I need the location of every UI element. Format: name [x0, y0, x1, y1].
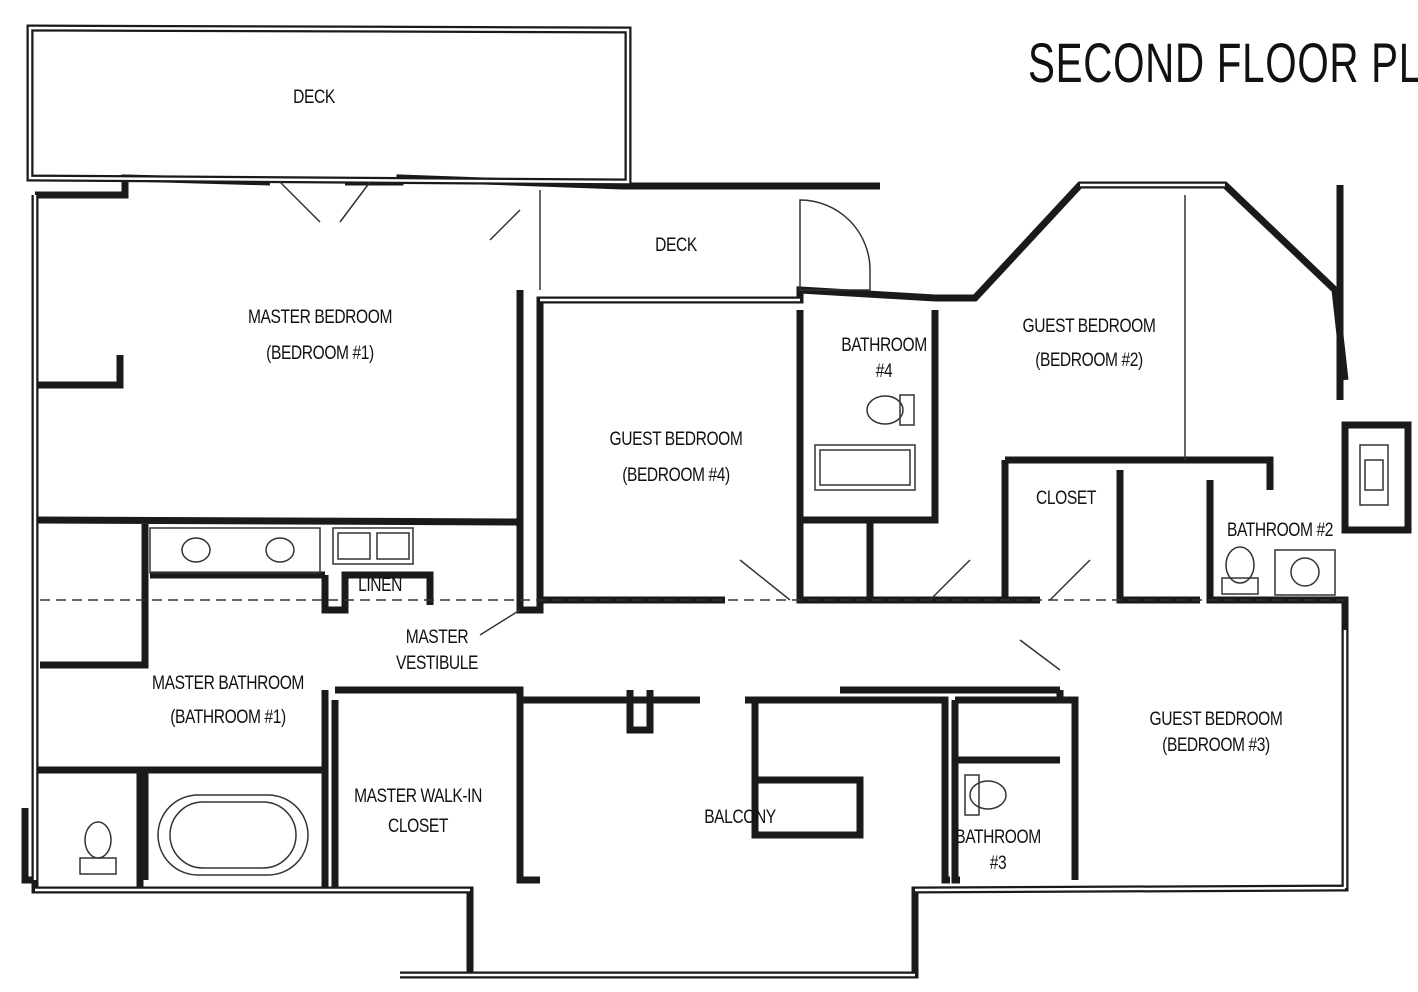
room-label-deck: DECK	[289, 85, 340, 111]
room-label-guest-bedroom-2: GUEST BEDROOM (BEDROOM #2)	[1008, 314, 1170, 374]
label-line: DECK	[655, 235, 697, 256]
label-line: GUEST BEDROOM	[609, 429, 743, 450]
label-line: LINEN	[358, 575, 402, 596]
label-line: MASTER WALK-IN	[354, 786, 482, 807]
label-line: (BEDROOM #3)	[1162, 735, 1270, 756]
room-label-master-vestibule: MASTER VESTIBULE	[387, 625, 487, 677]
label-line: MASTER BEDROOM	[247, 307, 393, 328]
label-line: GUEST BEDROOM	[1149, 709, 1283, 730]
room-label-deck-small: DECK	[651, 233, 702, 259]
plan-title: SECOND FLOOR PLAN	[1028, 31, 1418, 94]
room-label-master-closet: MASTER WALK-IN CLOSET	[340, 784, 496, 840]
walls	[21, 24, 1412, 979]
label-line: CLOSET	[1036, 488, 1096, 509]
label-line: BALCONY	[704, 807, 776, 828]
label-line: CLOSET	[388, 816, 448, 837]
label-line: GUEST BEDROOM	[1022, 316, 1156, 337]
room-label-balcony: BALCONY	[696, 805, 783, 831]
label-line: MASTER	[405, 627, 469, 648]
room-label-bathroom-4: BATHROOM #4	[832, 333, 936, 385]
room-label-master-bedroom: MASTER BEDROOM (BEDROOM #1)	[232, 305, 408, 367]
room-label-guest-bedroom-4: GUEST BEDROOM (BEDROOM #4)	[595, 427, 757, 489]
label-line: #3	[989, 853, 1007, 874]
label-line: (BEDROOM #2)	[1035, 350, 1143, 371]
room-label-bathroom-2: BATHROOM #2	[1215, 518, 1344, 544]
label-line: (BEDROOM #1)	[266, 343, 374, 364]
label-line: #4	[875, 361, 893, 382]
label-line: BATHROOM	[841, 335, 927, 356]
fixtures	[40, 181, 1389, 876]
label-line: BATHROOM	[955, 827, 1041, 848]
room-label-bathroom-3: BATHROOM #3	[946, 825, 1050, 877]
room-label-guest-bedroom-3: GUEST BEDROOM (BEDROOM #3)	[1135, 707, 1297, 759]
label-line: MASTER BATHROOM	[152, 673, 304, 694]
room-label-closet: CLOSET	[1029, 486, 1102, 512]
label-line: BATHROOM #2	[1226, 520, 1334, 541]
label-line: (BATHROOM #1)	[170, 707, 286, 728]
label-line: DECK	[293, 87, 335, 108]
room-label-master-bathroom: MASTER BATHROOM (BATHROOM #1)	[135, 671, 320, 731]
label-line: (BEDROOM #4)	[622, 465, 730, 486]
room-label-linen: LINEN	[353, 573, 406, 599]
label-line: VESTIBULE	[395, 653, 479, 674]
